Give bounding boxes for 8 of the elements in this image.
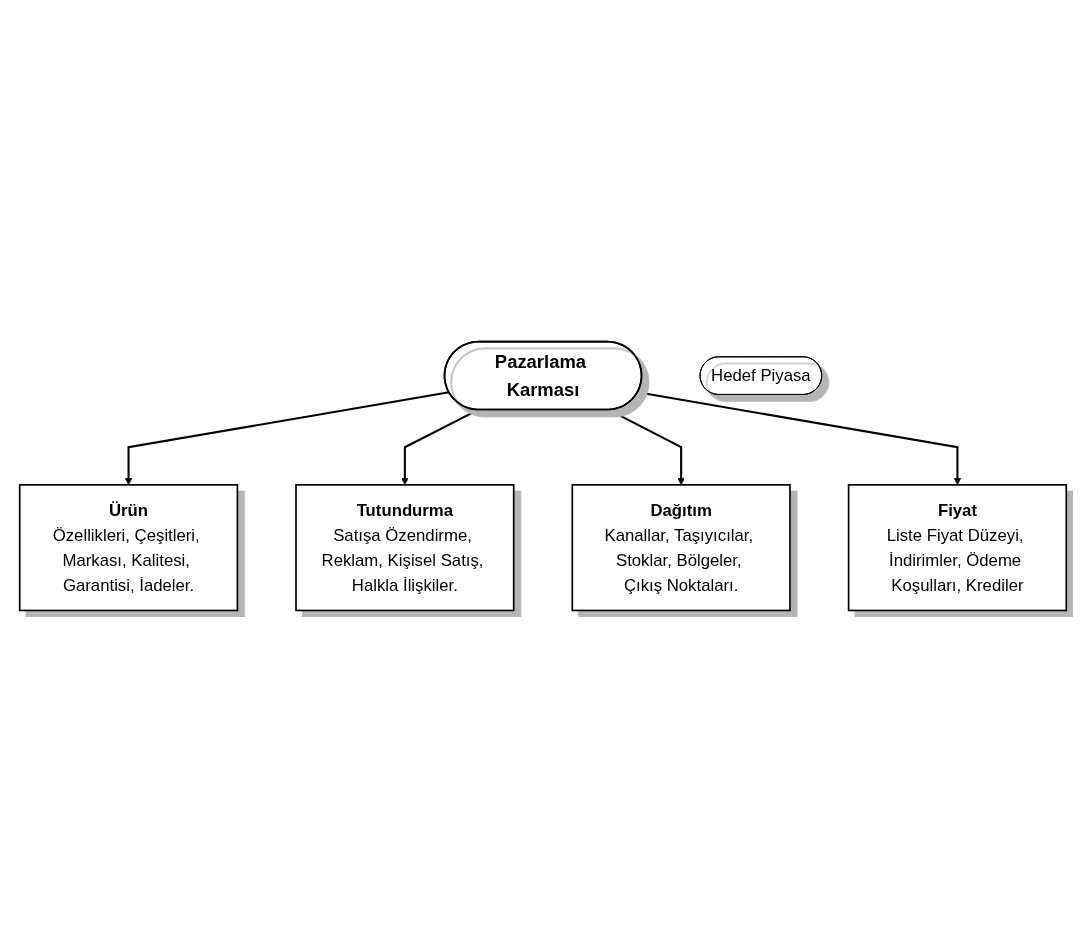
node-box: Tutundurma Satışa Özendirme, Reklam, Kişisel Satış, Halkla İlişkiler.	[295, 483, 515, 612]
node-box: Fiyat Liste Fiyat Düzeyi, İndirimler, Ödeme Koşulları, Krediler	[847, 483, 1068, 612]
arrow	[124, 391, 450, 486]
node-box: Ürün Özellikleri, Çeşitleri, Markası, Kalitesi, Garantisi, İadeler.	[18, 483, 239, 612]
arrow	[608, 408, 685, 486]
arrow	[401, 408, 479, 486]
arrow	[637, 391, 962, 486]
node-box: Dağıtım Kanallar, Taşıyıcılar, Stoklar, Bölgeler, Çıkış Noktaları.	[571, 483, 791, 612]
